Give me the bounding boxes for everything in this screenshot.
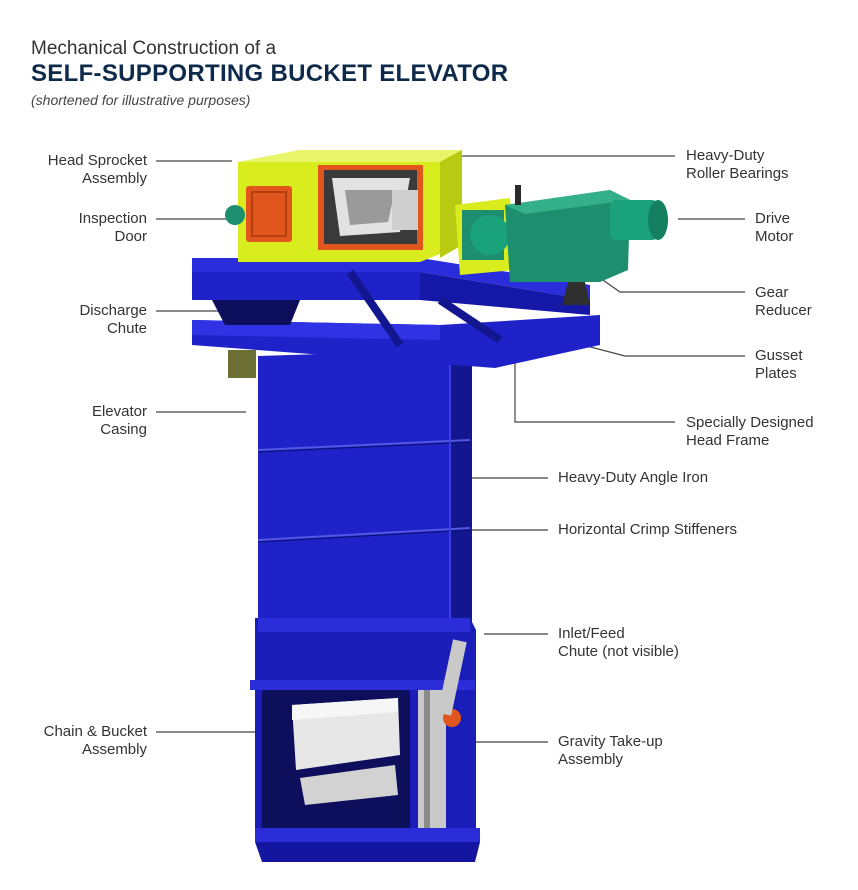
callout-line: Chute (not visible) xyxy=(558,643,679,661)
callout-line: Casing xyxy=(20,421,147,439)
bucket xyxy=(292,698,400,805)
boot-section xyxy=(250,618,480,862)
callout-line: Inspection xyxy=(20,210,147,228)
callout-line: Roller Bearings xyxy=(686,165,789,183)
callout-line: Specially Designed xyxy=(686,414,814,432)
drive-motor xyxy=(610,200,668,240)
callout-line: Assembly xyxy=(558,751,663,769)
leader-head-frame xyxy=(515,352,675,422)
callout-crimp-stiffeners: Horizontal Crimp Stiffeners xyxy=(558,521,737,539)
callout-line: Head Sprocket xyxy=(20,152,147,170)
callout-inlet-chute: Inlet/Feed Chute (not visible) xyxy=(558,625,679,661)
callout-line: Gravity Take-up xyxy=(558,733,663,751)
leader-gear-reducer xyxy=(600,278,745,292)
callout-discharge-chute: Discharge Chute xyxy=(20,302,147,338)
callout-line: Motor xyxy=(755,228,793,246)
callout-gusset-plates: Gusset Plates xyxy=(755,347,803,383)
callout-line: Elevator xyxy=(20,403,147,421)
callout-head-sprocket: Head Sprocket Assembly xyxy=(20,152,147,188)
callout-inspection-door: Inspection Door xyxy=(20,210,147,246)
callout-line: Drive xyxy=(755,210,793,228)
callout-line: Discharge xyxy=(20,302,147,320)
callout-gear-reducer: Gear Reducer xyxy=(755,284,812,320)
head-hood xyxy=(225,150,462,262)
callout-line: Chute xyxy=(20,320,147,338)
callout-angle-iron: Heavy-Duty Angle Iron xyxy=(558,469,708,487)
elevator-casing xyxy=(258,350,472,625)
callout-line: Reducer xyxy=(755,302,812,320)
callout-line: Head Frame xyxy=(686,432,814,450)
callout-drive-motor: Drive Motor xyxy=(755,210,793,246)
callout-roller-bearings: Heavy-Duty Roller Bearings xyxy=(686,147,789,183)
callout-line: Heavy-Duty xyxy=(686,147,789,165)
callout-head-frame: Specially Designed Head Frame xyxy=(686,414,814,450)
callout-line: Assembly xyxy=(20,170,147,188)
callout-line: Plates xyxy=(755,365,803,383)
callout-line: Chain & Bucket xyxy=(10,723,147,741)
callout-line: Gusset xyxy=(755,347,803,365)
callout-line: Assembly xyxy=(10,741,147,759)
callout-elevator-casing: Elevator Casing xyxy=(20,403,147,439)
callout-takeup: Gravity Take-up Assembly xyxy=(558,733,663,769)
callout-line: Horizontal Crimp Stiffeners xyxy=(558,521,737,539)
callout-chain-bucket: Chain & Bucket Assembly xyxy=(10,723,147,759)
discharge-chute xyxy=(212,300,300,325)
callout-line: Door xyxy=(20,228,147,246)
callout-line: Gear xyxy=(755,284,812,302)
callout-line: Heavy-Duty Angle Iron xyxy=(558,469,708,487)
callout-line: Inlet/Feed xyxy=(558,625,679,643)
